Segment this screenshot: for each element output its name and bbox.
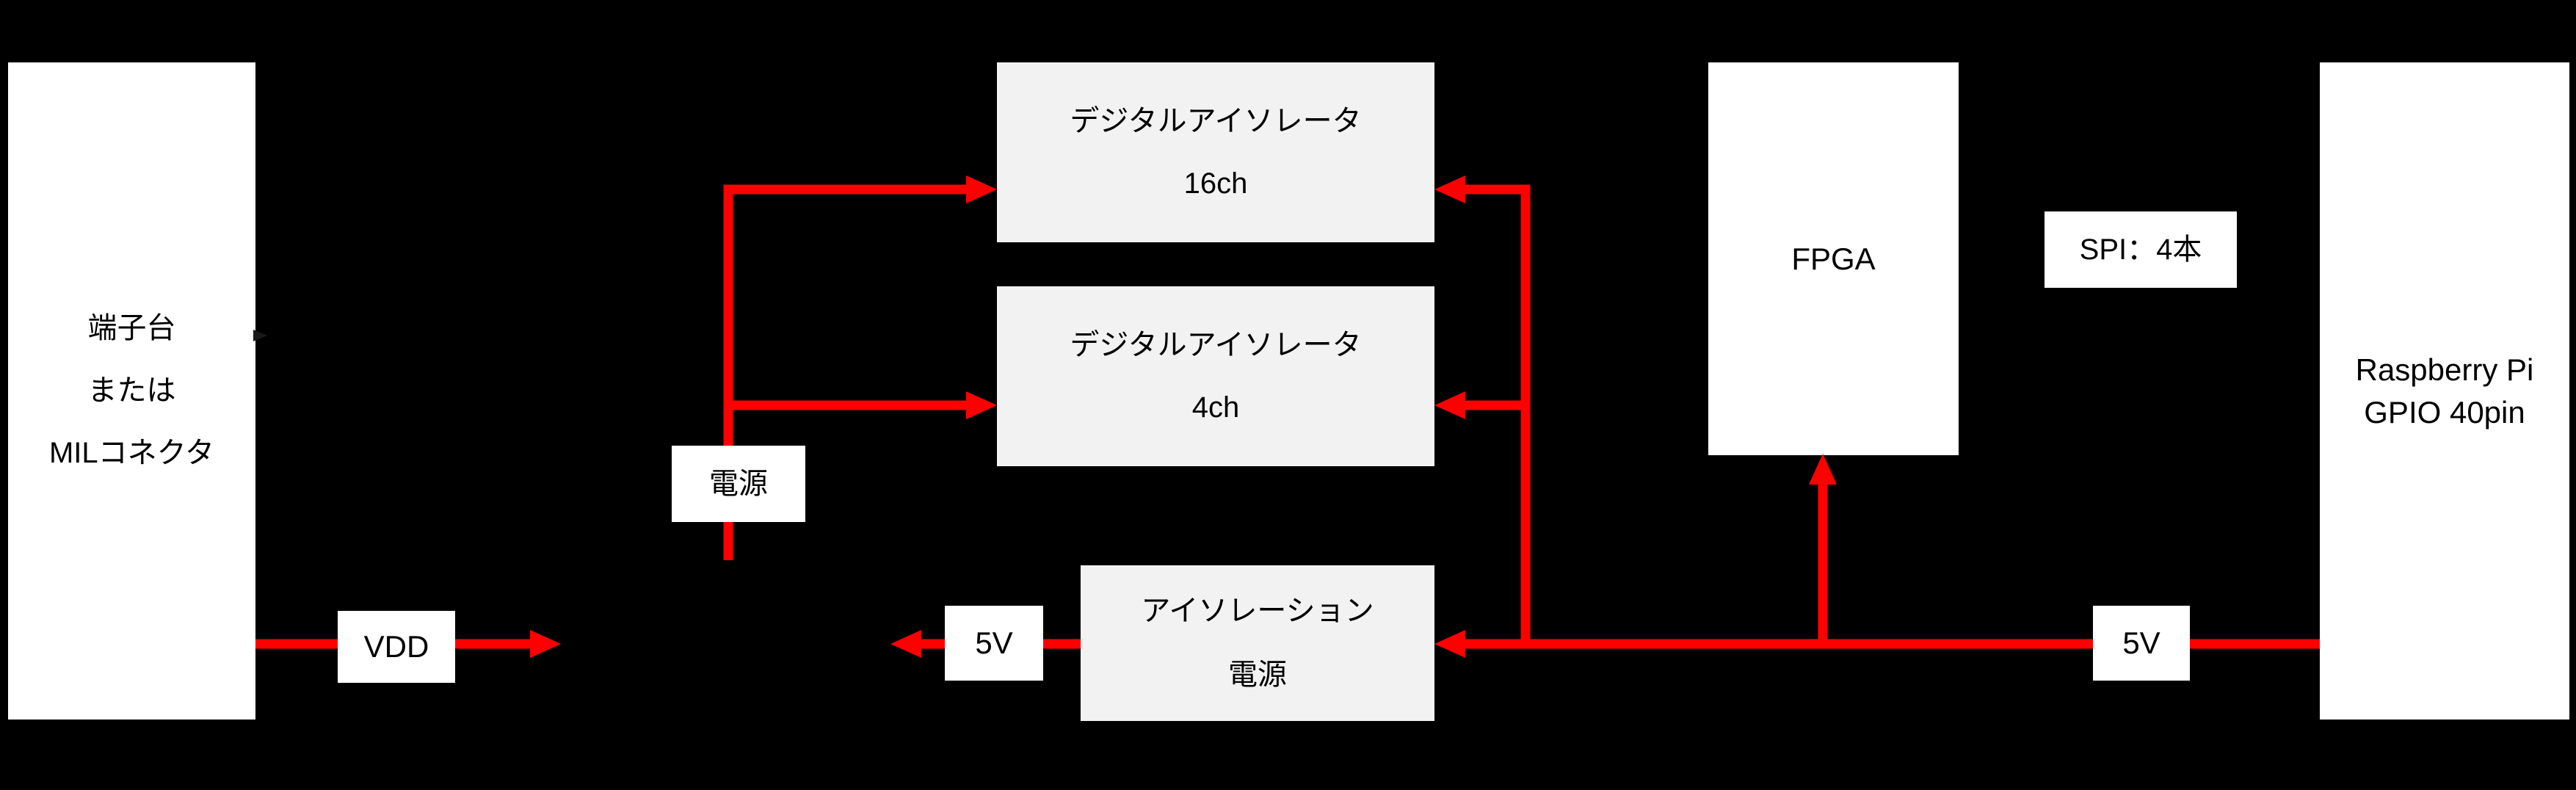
five-v-left-label-box: 5V (945, 606, 1043, 681)
vdd-label-box: VDD (338, 611, 455, 683)
isolator16-left-arrowhead (966, 175, 997, 203)
terminal-block-label-line2: または (87, 374, 176, 407)
raspberry-pi-label-line1: Raspberry Pi (2355, 352, 2534, 387)
five-v-right-label-box: 5V (2093, 606, 2190, 681)
digital-isolator-16ch-label-line1: デジタルアイソレータ (1070, 104, 1362, 137)
isolator16-right-arrowhead (1434, 175, 1465, 203)
fpga-block: FPGA (1708, 62, 1959, 455)
power-label: 電源 (709, 468, 768, 500)
isolator4-right-arrowhead (1434, 391, 1465, 419)
terminal-block: 端子台 または MILコネクタ (8, 62, 255, 720)
terminal-block-label-line3: MILコネクタ (48, 437, 215, 469)
isolation-power-block: アイソレーション 電源 (1081, 565, 1434, 721)
fpga-arrowhead-up (1809, 454, 1837, 485)
vdd-label: VDD (363, 629, 429, 664)
spi-label: SPI：4本 (2079, 233, 2202, 266)
five-v-out-arrowhead-left (890, 630, 921, 658)
spi-label-box: SPI：4本 (2045, 211, 2237, 288)
digital-isolator-4ch-label-line2: 4ch (1191, 391, 1240, 424)
raspberry-pi-block: Raspberry Pi GPIO 40pin (2320, 62, 2569, 720)
digital-isolator-16ch-label-line2: 16ch (1183, 167, 1248, 200)
digital-isolator-4ch-label-line1: デジタルアイソレータ (1070, 328, 1362, 361)
isolator4-left-arrowhead (966, 391, 997, 419)
digital-isolator-4ch-block: デジタルアイソレータ 4ch (997, 286, 1434, 466)
power-label-box: 電源 (672, 446, 805, 522)
raspberry-pi-label-line2: GPIO 40pin (2364, 394, 2525, 430)
wire-trunk-to-isolator16 (1462, 184, 1531, 644)
isolation-power-label-line1: アイソレーション (1141, 595, 1374, 627)
fpga-label: FPGA (1791, 241, 1876, 276)
isolation-power-arrowhead (1434, 630, 1465, 658)
digital-isolator-16ch-block: デジタルアイソレータ 16ch (997, 62, 1434, 242)
isolation-power-label-line2: 電源 (1228, 659, 1287, 691)
vdd-arrowhead-right (530, 630, 561, 658)
wire-power-to-isolator16 (723, 184, 970, 446)
terminal-block-label-line1: 端子台 (87, 312, 176, 344)
five-v-left-label: 5V (975, 626, 1013, 660)
five-v-right-label: 5V (2122, 626, 2160, 660)
